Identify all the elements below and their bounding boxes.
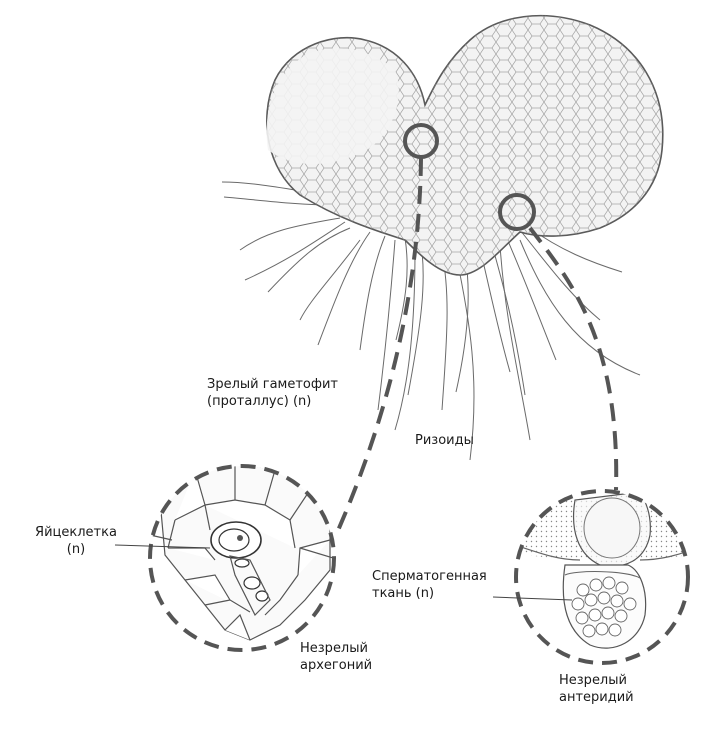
antheridium-label-line1: Незрелый	[559, 673, 627, 688]
antheridium-label-line2: антеридий	[559, 690, 634, 705]
gametophyte-label: Зрелый гаметофит (проталлус) (n)	[207, 376, 338, 410]
spermatogenous-label-line2: ткань (n)	[372, 586, 435, 601]
spermatogenous-label: Сперматогенная ткань (n)	[372, 568, 487, 602]
gametophyte-thallus	[266, 14, 664, 276]
spermatogenous-label-line1: Сперматогенная	[372, 569, 487, 584]
gametophyte-label-line2: (проталлус) (n)	[207, 394, 312, 409]
spermatogenous-leader-line	[492, 596, 573, 601]
rhizoids-label: Ризоиды	[415, 432, 474, 449]
archegonium-inset	[148, 464, 336, 652]
archegonium-marker	[403, 123, 439, 159]
antheridium-label: Незрелый антеридий	[559, 672, 634, 706]
connector-antheridium	[528, 226, 619, 491]
antheridium-marker	[498, 193, 536, 231]
connector-archegonium	[334, 157, 423, 536]
egg-leader-line	[114, 544, 211, 549]
egg-label-line2: (n)	[66, 542, 86, 557]
archegonium-label-line2: архегоний	[300, 658, 373, 673]
antheridium-inset	[514, 489, 690, 665]
egg-label-line1: Яйцеклетка	[35, 525, 117, 540]
gametophyte-label-line1: Зрелый гаметофит	[207, 377, 339, 392]
egg-label: Яйцеклетка (n)	[28, 524, 124, 558]
archegonium-label-line1: Незрелый	[300, 641, 368, 656]
archegonium-label: Незрелый архегоний	[300, 640, 372, 674]
rhizoids-label-text: Ризоиды	[415, 433, 474, 448]
